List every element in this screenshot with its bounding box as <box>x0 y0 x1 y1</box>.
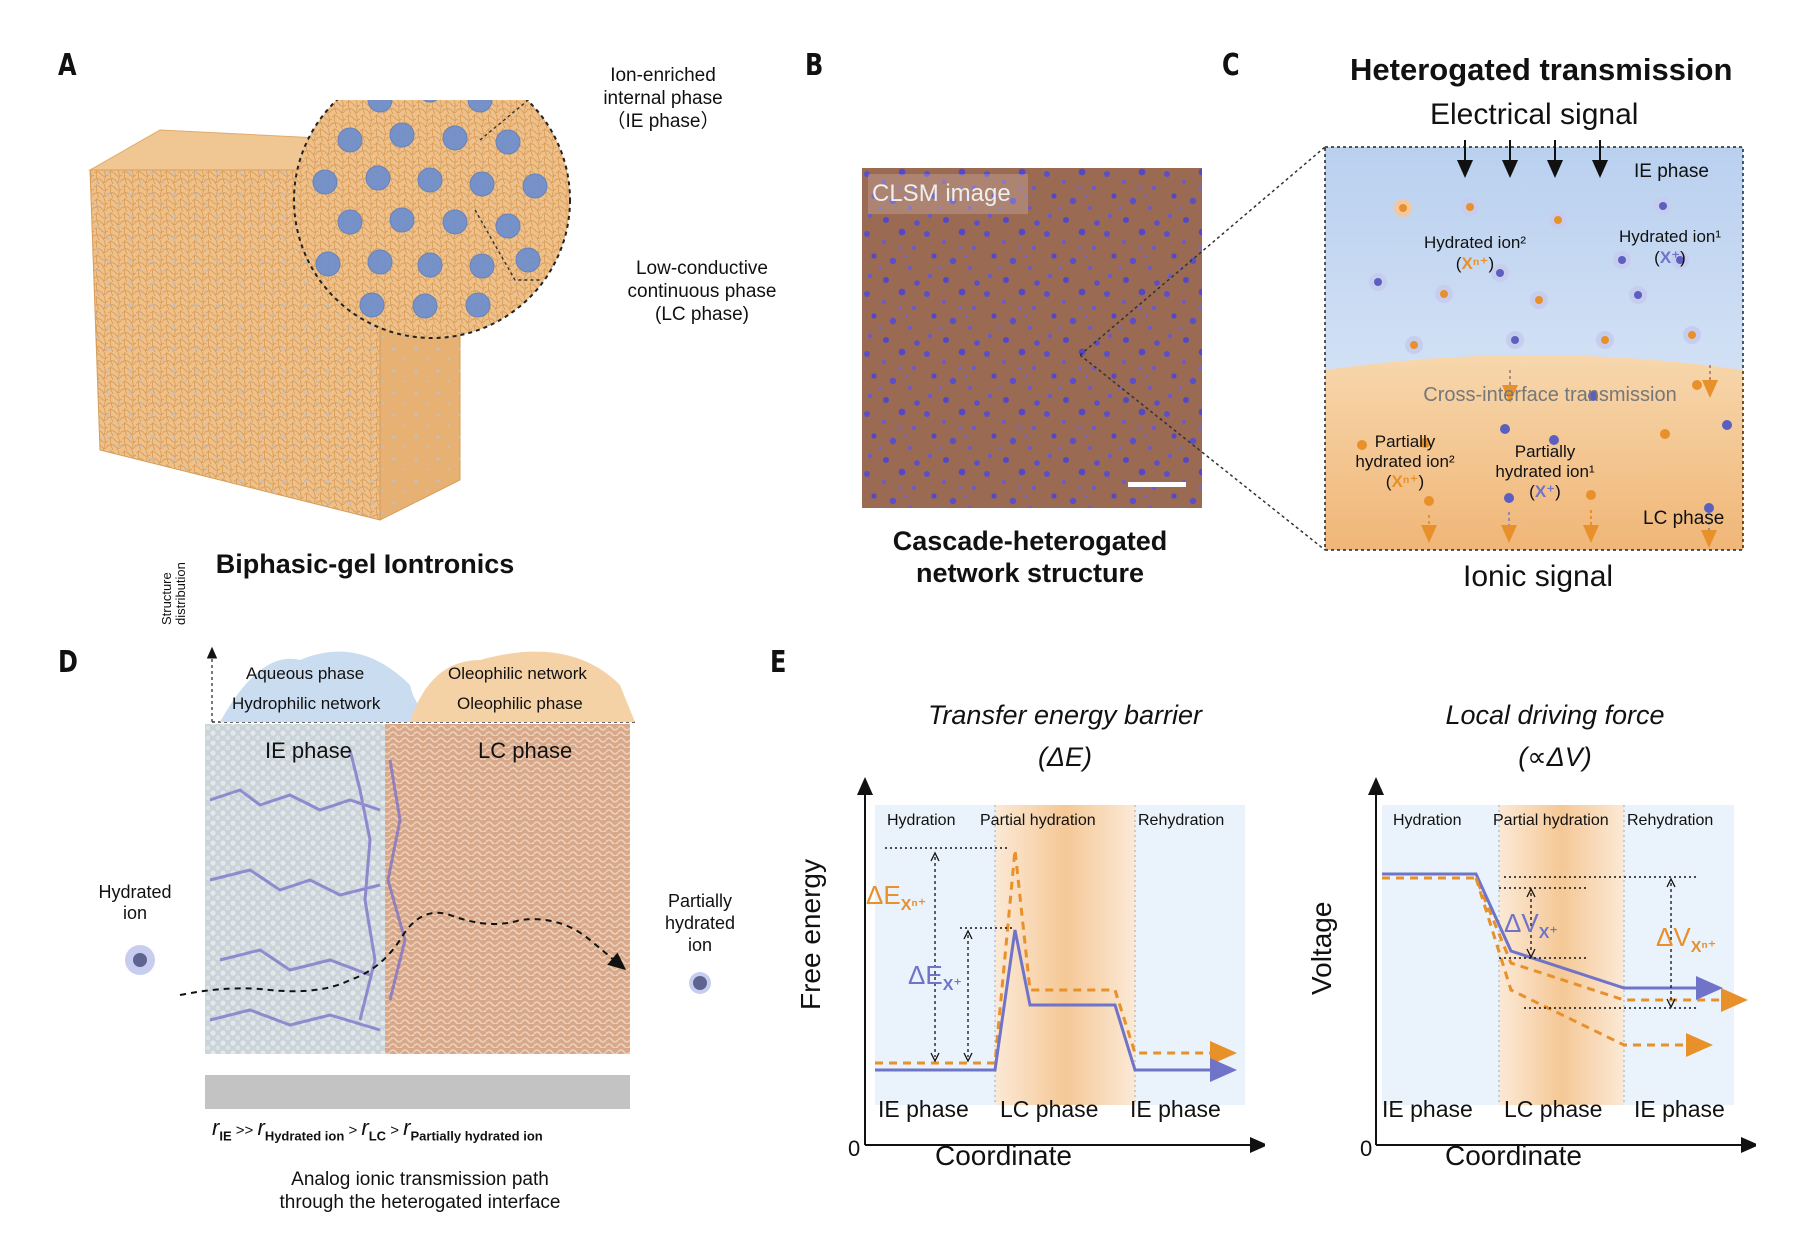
e-left-origin: 0 <box>848 1136 861 1161</box>
e-left-xlabel: Coordinate <box>935 1140 1072 1171</box>
heterogated-transmission-diagram <box>1080 140 1744 551</box>
e-left-zone-hydration: Hydration <box>887 812 956 829</box>
panel-letter-d: D <box>58 645 78 680</box>
e-left-zone-rehydration: Rehydration <box>1138 812 1225 829</box>
e-right-phase-ie1: IE phase <box>1382 1096 1473 1122</box>
e-right-origin: 0 <box>1360 1136 1373 1161</box>
voltage-chart <box>1368 777 1756 1153</box>
e-left-phase-ie1: IE phase <box>878 1096 969 1122</box>
c-hydrated-ion1-label: Hydrated ion¹ (X⁺) <box>1618 227 1722 267</box>
panel-letter-b: B <box>805 48 824 83</box>
e-left-ylabel: Free energy <box>795 859 826 1010</box>
panel-letter-c: C <box>1222 48 1240 83</box>
radius-relation-formula: rIE >> rHydrated ion > rLC > rPartially … <box>212 1115 543 1144</box>
e-right-zone-rehydration: Rehydration <box>1627 812 1714 829</box>
e-left-phase-lc: LC phase <box>1000 1096 1099 1122</box>
oleophilic-phase-label: Oleophilic phase <box>457 694 583 713</box>
e-right-ylabel: Voltage <box>1306 901 1337 995</box>
hydrated-ion-icon <box>125 945 155 975</box>
c-hydrated-ion2-label: Hydrated ion² (Xⁿ⁺) <box>1423 233 1527 273</box>
c-lc-phase-label: LC phase <box>1643 508 1725 529</box>
e-right-xlabel: Coordinate <box>1445 1140 1582 1171</box>
panel-letter-a: A <box>58 48 77 83</box>
hydrophilic-network-label: Hydrophilic network <box>232 694 381 713</box>
panel-letter-e: E <box>770 645 787 680</box>
panel-a-caption: Biphasic-gel Iontronics <box>215 549 515 579</box>
d-partial-ion-label: Partially hydrated ion <box>664 891 736 955</box>
free-energy-chart <box>857 777 1265 1153</box>
d-ie-phase-label: IE phase <box>265 738 352 763</box>
panel-c-title: Heterogated transmission <box>1350 52 1733 87</box>
panel-d-caption: Analog ionic transmission path through t… <box>279 1169 561 1213</box>
aqueous-phase-label: Aqueous phase <box>246 664 365 683</box>
e-right-phase-ie2: IE phase <box>1634 1096 1725 1122</box>
partially-hydrated-ion-icon <box>689 972 711 994</box>
delta-v-x1-label: ΔVX⁺ <box>1504 908 1558 943</box>
e-left-subtitle: (ΔE) <box>1037 742 1093 772</box>
delta-e-x1-label: ΔEX⁺ <box>908 960 962 995</box>
e-left-title: Transfer energy barrier <box>927 700 1203 730</box>
e-right-zone-hydration: Hydration <box>1393 812 1462 829</box>
md-simulation-interface <box>179 646 635 1109</box>
e-right-zone-partial: Partial hydration <box>1493 812 1609 829</box>
biphasic-gel-cube <box>88 100 571 521</box>
structure-distribution-label: Structure distribution <box>159 562 188 625</box>
e-right-subtitle: (∝ΔV) <box>1518 742 1592 772</box>
e-right-phase-lc: LC phase <box>1504 1096 1603 1122</box>
oleophilic-network-label: Oleophilic network <box>448 664 587 683</box>
cross-interface-label: Cross-interface transmission <box>1423 384 1677 406</box>
d-lc-phase-label: LC phase <box>478 738 573 763</box>
e-left-phase-ie2: IE phase <box>1130 1096 1221 1122</box>
clsm-image-label: CLSM image <box>872 180 1011 207</box>
clsm-image <box>862 168 1202 508</box>
c-partial-ion2-label: Partially hydrated ion² (Xⁿ⁺) <box>1355 432 1455 491</box>
callout-lc-phase: Low-conductive continuous phase (LC phas… <box>627 258 777 325</box>
delta-v-xn-label: ΔVXⁿ⁺ <box>1656 922 1717 957</box>
callout-ie-phase: Ion-enriched internal phase （IE phase） <box>603 65 723 132</box>
e-right-title: Local driving force <box>1445 700 1665 730</box>
ionic-signal-label: Ionic signal <box>1463 560 1614 593</box>
delta-e-xn-label: ΔEXⁿ⁺ <box>866 880 927 915</box>
electrical-signal-label: Electrical signal <box>1430 98 1639 131</box>
d-hydrated-ion-label: Hydrated ion <box>98 882 172 923</box>
panel-b-caption: Cascade-heterogated network structure <box>892 526 1168 588</box>
c-ie-phase-label: IE phase <box>1634 161 1709 182</box>
e-left-zone-partial: Partial hydration <box>980 812 1096 829</box>
c-partial-ion1-label: Partially hydrated ion¹ (X⁺) <box>1495 442 1595 501</box>
